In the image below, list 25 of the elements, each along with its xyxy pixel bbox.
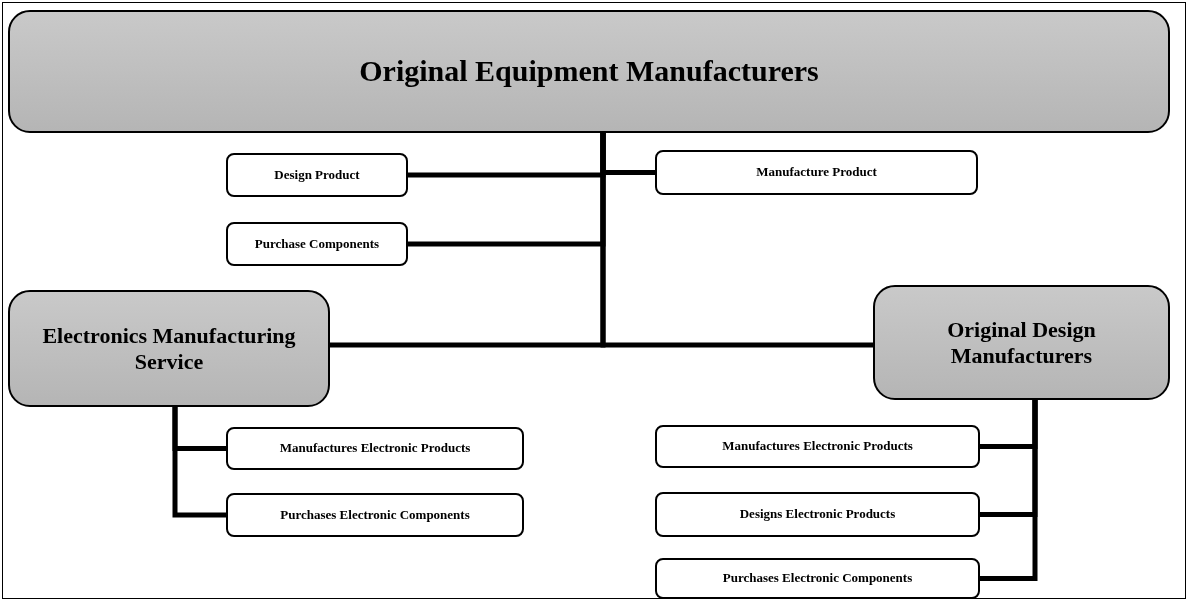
box-label: Designs Electronic Products <box>739 507 896 522</box>
box-label: Original Design Manufacturers <box>946 317 1097 368</box>
activity-box <box>226 493 524 537</box>
activity-box <box>655 150 978 195</box>
activity-box <box>655 492 980 537</box>
box-label: Electronics Manufacturing Service <box>41 323 297 374</box>
box-label: Design Product <box>274 167 360 183</box>
activity-box <box>226 222 408 266</box>
connector-line <box>980 400 1038 581</box>
box-label: Manufacture Product <box>756 165 877 180</box>
organization-box <box>8 290 330 407</box>
box-label: Purchase Components <box>254 236 380 252</box>
connector-line <box>172 407 226 518</box>
activity-box <box>226 153 408 197</box>
organization-box <box>873 285 1170 400</box>
box-label: Purchases Electronic Components <box>280 507 470 523</box>
connector-line <box>600 133 873 348</box>
box-label: Manufactures Electronic Products <box>279 441 471 456</box>
box-label: Manufactures Electronic Products <box>722 439 913 454</box>
box-label: Original Equipment Manufacturers <box>359 54 819 89</box>
activity-box <box>655 425 980 468</box>
activity-box <box>655 558 980 599</box>
box-label: Purchases Electronic Components <box>722 571 913 586</box>
activity-box <box>226 427 524 470</box>
organization-box <box>8 10 1170 133</box>
